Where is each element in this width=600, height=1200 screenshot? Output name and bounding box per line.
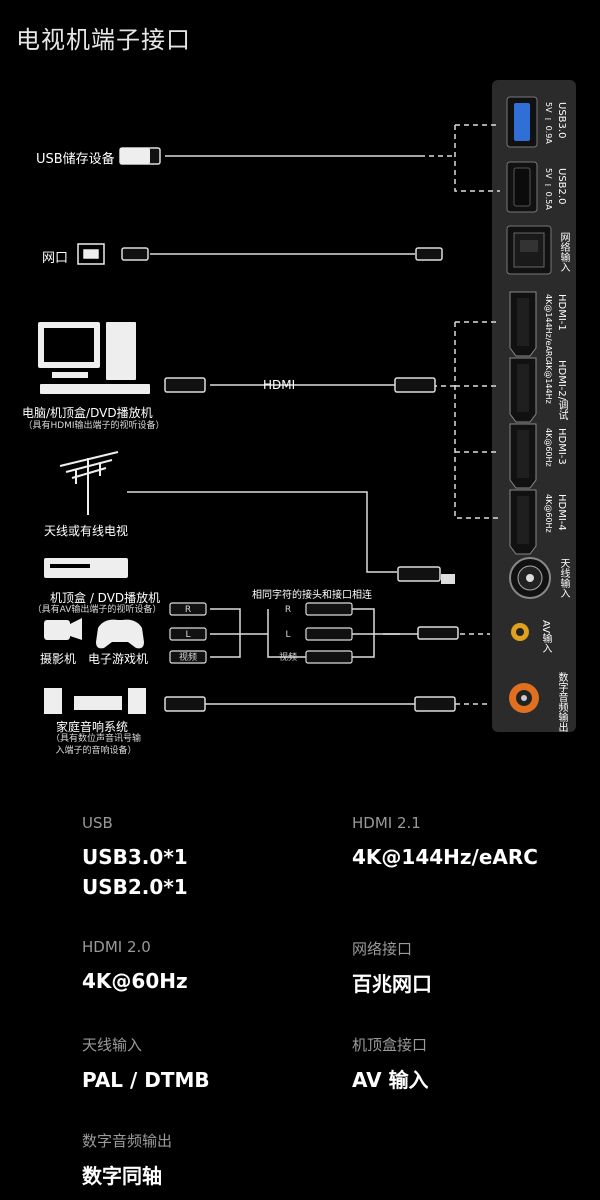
hdmi-device-note: （具有HDMI输出端子的视听设备） xyxy=(23,421,165,431)
spec-hdmi21-key: HDMI 2.1 xyxy=(352,814,421,832)
camcorder-label: 摄影机 xyxy=(40,652,77,666)
av-port-label: AV输入 xyxy=(540,620,551,654)
spec-network: 网络接口 百兆网口 xyxy=(352,938,432,999)
spec-usb: USB USB3.0*1 USB2.0*1 xyxy=(82,814,188,902)
audio-system-label: 家庭音响系统 xyxy=(56,720,129,734)
usb1-port-label: USB3.0 xyxy=(556,102,567,139)
game-console-label: 电子游戏机 xyxy=(88,652,149,666)
antenna-label: 天线或有线电视 xyxy=(44,524,129,538)
spec-hdmi20: HDMI 2.0 4K@60Hz xyxy=(82,938,188,996)
antenna-port xyxy=(509,557,551,599)
lan-socket-icon xyxy=(77,243,105,265)
usb-stick-icon xyxy=(120,148,150,164)
lan-port xyxy=(506,225,552,275)
hdmi1-port xyxy=(509,291,537,357)
connection-diagram: USB储存设备 网口 电脑/机顶盒/DVD播放机 （具有HDMI输出端子的视听设… xyxy=(22,80,576,756)
spec-usb-key: USB xyxy=(82,814,113,832)
spec-digital-audio-key: 数字音频输出 xyxy=(82,1132,173,1150)
hdmi3-port-spec: 4K@60Hz xyxy=(544,428,553,467)
antenna-port-label: 天线输入 xyxy=(558,558,569,598)
hdmi4-port xyxy=(509,489,537,555)
spec-settop-value: AV 输入 xyxy=(352,1068,429,1092)
network-label: 网口 xyxy=(42,251,69,266)
home-audio-icon xyxy=(44,688,146,714)
gamepad-icon xyxy=(96,619,144,649)
hdmi-device-label: 电脑/机顶盒/DVD播放机 xyxy=(22,406,153,420)
spec-hdmi20-key: HDMI 2.0 xyxy=(82,938,151,956)
usb2-port-label: USB2.0 xyxy=(556,168,567,205)
spec-digital-audio: 数字音频输出 数字同轴 xyxy=(82,1130,172,1191)
hdmi2-port-spec: 4K@144Hz xyxy=(544,360,553,404)
spec-digital-audio-value: 数字同轴 xyxy=(82,1164,162,1188)
hdmi2-port xyxy=(509,357,537,423)
match-note: 相同字符的接头和接口相连 xyxy=(252,590,372,601)
rca-left-l: L xyxy=(185,630,191,640)
computer-icon xyxy=(38,322,150,394)
spec-antenna-value: PAL / DTMB xyxy=(82,1068,210,1092)
spec-network-value: 百兆网口 xyxy=(352,972,432,996)
spec-settop: 机顶盒接口 AV 输入 xyxy=(352,1034,429,1095)
digital-audio-port xyxy=(509,683,539,713)
hdmi2-port-label: HDMI-2/调试 xyxy=(556,360,567,421)
hdmi3-port-label: HDMI-3 xyxy=(556,428,567,465)
camcorder-icon xyxy=(44,618,82,640)
rca-right-r: R xyxy=(284,605,292,615)
av-port xyxy=(511,623,529,641)
hdmi4-port-label: HDMI-4 xyxy=(556,494,567,531)
usb-storage-label: USB储存设备 xyxy=(36,152,115,167)
hdmi1-port-label: HDMI-1 xyxy=(556,294,567,331)
digital-audio-port-label: 数字音频输出 xyxy=(556,672,567,732)
usb3-port xyxy=(506,96,538,148)
spec-hdmi21: HDMI 2.1 4K@144Hz/eARC xyxy=(352,814,538,872)
audio-note-2: 入端子的音响设备） xyxy=(55,746,137,756)
usb2-port xyxy=(506,161,538,213)
spec-settop-key: 机顶盒接口 xyxy=(352,1036,428,1054)
lan-port-label: 网络输入 xyxy=(558,232,569,272)
av-device-note: （具有AV输出端子的视听设备） xyxy=(32,605,162,615)
hdmi1-port-spec: 4K@144Hz/eARC xyxy=(544,294,553,362)
rca-right-l: L xyxy=(285,630,291,640)
spec-usb-value: USB3.0*1 USB2.0*1 xyxy=(82,845,188,899)
spec-antenna: 天线输入 PAL / DTMB xyxy=(82,1034,210,1095)
spec-hdmi20-value: 4K@60Hz xyxy=(82,969,188,993)
dvd-player-icon xyxy=(44,558,128,578)
hdmi4-port-spec: 4K@60Hz xyxy=(544,494,553,533)
usb1-port-spec: 5V ⎓ 0.9A xyxy=(544,102,553,144)
rca-left-r: R xyxy=(184,605,192,615)
audio-note-1: （具有数位声音讯号输 xyxy=(50,734,141,744)
spec-network-key: 网络接口 xyxy=(352,940,413,958)
av-device-label: 机顶盒 / DVD播放机 xyxy=(50,591,161,605)
rca-right-video: 视频 xyxy=(278,653,297,663)
spec-hdmi21-value: 4K@144Hz/eARC xyxy=(352,845,538,869)
hdmi3-port xyxy=(509,423,537,489)
usb2-port-spec: 5V ⎓ 0.5A xyxy=(544,168,553,210)
hdmi-cable-label: HDMI xyxy=(263,378,296,392)
rca-left-video: 视频 xyxy=(178,653,197,663)
antenna-icon xyxy=(59,451,119,515)
diagram-graphics xyxy=(38,96,552,714)
page-title: 电视机端子接口 xyxy=(16,26,191,54)
spec-antenna-key: 天线输入 xyxy=(82,1036,143,1054)
